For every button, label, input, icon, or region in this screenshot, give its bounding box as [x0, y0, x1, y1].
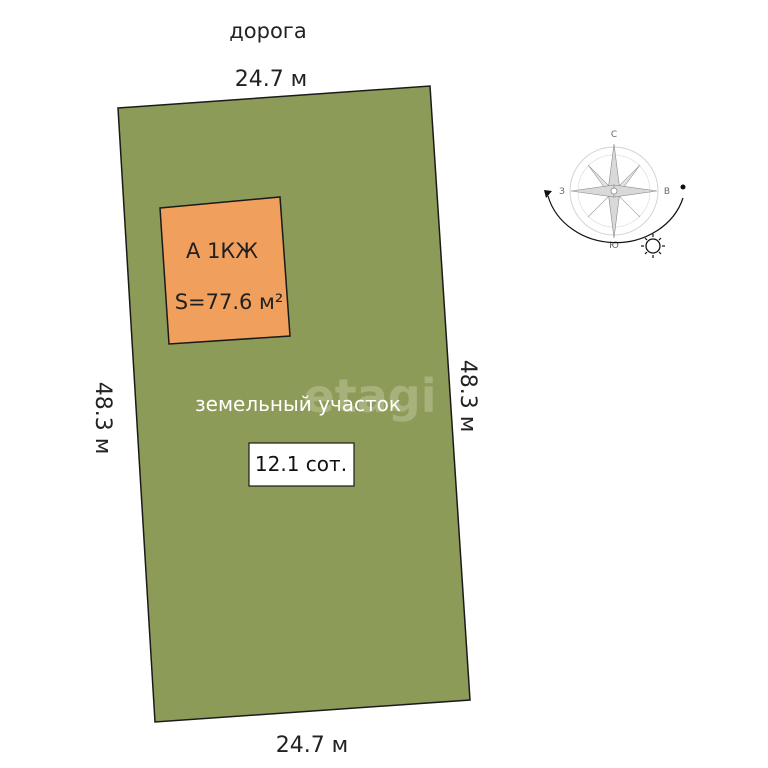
sun-path-arrow-icon [544, 190, 552, 198]
left-dimension: 48.3 м [90, 382, 115, 455]
compass-north: С [611, 130, 617, 140]
compass-west: З [559, 187, 565, 197]
plot-area: 12.1 сот. [255, 452, 347, 476]
sun-icon [641, 234, 665, 258]
road-label: дорога [229, 19, 306, 43]
sun-path-arc [547, 195, 684, 244]
sunrise-dot-icon [680, 184, 686, 190]
plot-label: земельный участок [195, 392, 401, 416]
compass-rose: С Ю З В [544, 130, 686, 258]
plot-area-box [248, 442, 355, 487]
bottom-dimension: 24.7 м [276, 733, 349, 758]
compass-east: В [664, 187, 670, 197]
right-dimension: 48.3 м [455, 360, 480, 433]
compass-south: Ю [609, 241, 619, 251]
building [159, 196, 291, 345]
top-dimension: 24.7 м [235, 67, 308, 92]
building-name: А 1КЖ [186, 239, 258, 263]
watermark: etagi [304, 369, 437, 423]
building-area: S=77.6 м² [175, 290, 284, 314]
